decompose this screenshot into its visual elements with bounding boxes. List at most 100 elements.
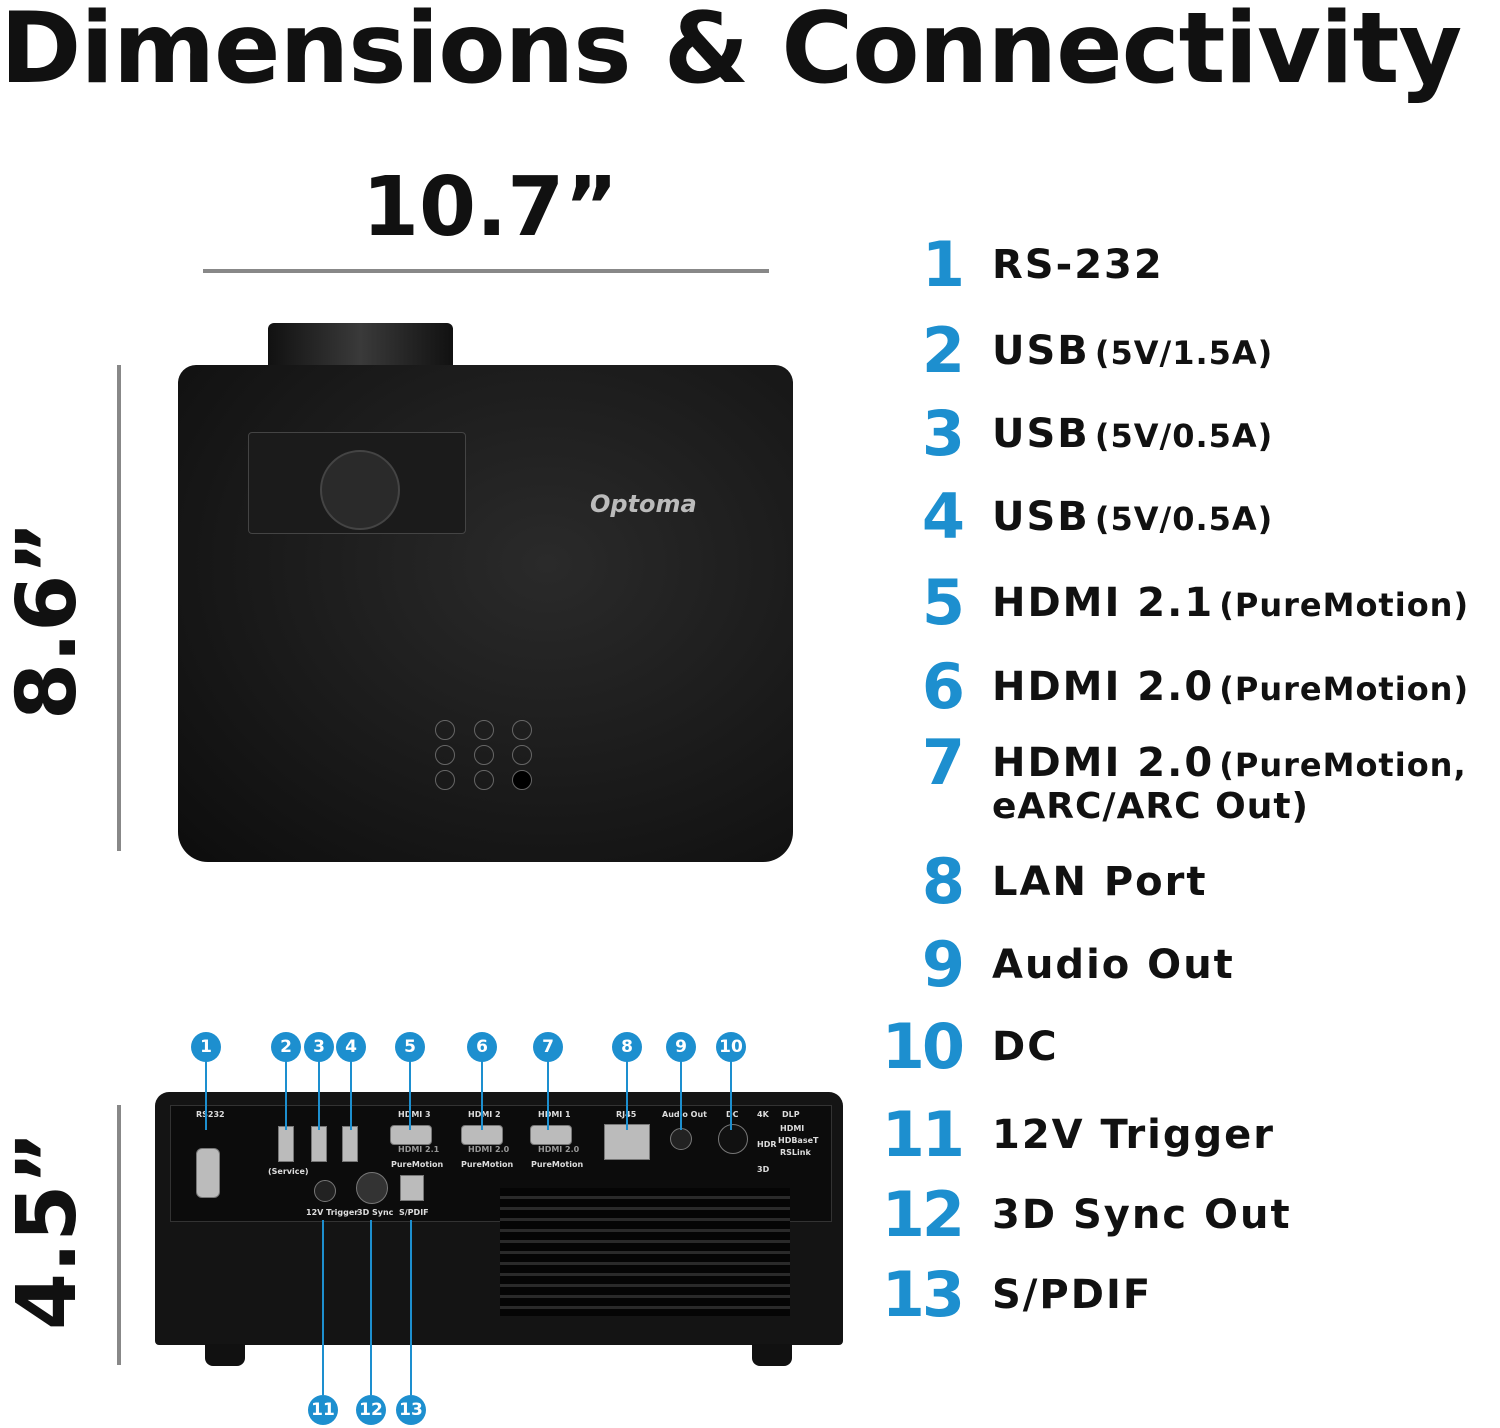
callout-badge: 7 bbox=[533, 1032, 563, 1062]
port-text: Audio Out bbox=[992, 942, 1235, 988]
port-list-item: 1 RS-232 bbox=[880, 228, 1164, 301]
ir-sensor bbox=[512, 770, 532, 790]
callout-leader bbox=[205, 1060, 207, 1130]
dc-port bbox=[718, 1124, 748, 1154]
projector-lens bbox=[268, 323, 453, 373]
port-text: HDMI 2.0 (PureMotion) bbox=[992, 664, 1469, 710]
port-detail: (PureMotion, bbox=[1219, 746, 1467, 784]
port-list-item: 5 HDMI 2.1 (PureMotion) bbox=[880, 566, 1469, 639]
port-number: 11 bbox=[881, 1098, 965, 1171]
port-list-item: 2 USB (5V/1.5A) bbox=[880, 314, 1273, 387]
port-detail: (PureMotion) bbox=[1219, 585, 1470, 624]
source-key bbox=[512, 720, 532, 740]
port-number: 9 bbox=[921, 928, 965, 1001]
port-text: USB (5V/0.5A) bbox=[992, 411, 1273, 457]
label-hdmi20: HDMI 2.0 bbox=[468, 1145, 510, 1154]
callout-leader bbox=[680, 1060, 682, 1130]
badge-hdmi: HDMI bbox=[780, 1124, 805, 1133]
port-list-item: 10 DC bbox=[880, 1010, 1059, 1083]
rs232-port bbox=[196, 1148, 220, 1198]
callout-leader bbox=[730, 1060, 732, 1130]
foot bbox=[205, 1344, 245, 1366]
badge-hdr: HDR bbox=[757, 1140, 777, 1149]
lan-port bbox=[604, 1124, 650, 1160]
callout-leader bbox=[370, 1220, 372, 1395]
callout-leader bbox=[318, 1060, 320, 1130]
callout-badge: 10 bbox=[716, 1032, 746, 1062]
height-dimension: 8.6” bbox=[0, 520, 95, 720]
depth-dimension: 4.5” bbox=[0, 1130, 95, 1330]
port-number: 3 bbox=[921, 397, 965, 470]
callout-badge: 6 bbox=[467, 1032, 497, 1062]
port-name: RS-232 bbox=[992, 241, 1164, 288]
label-audio-out: Audio Out bbox=[662, 1110, 707, 1119]
callout-leader bbox=[481, 1060, 483, 1130]
callout-badge: 3 bbox=[304, 1032, 334, 1062]
callout-leader bbox=[285, 1060, 287, 1130]
callout-leader bbox=[322, 1220, 324, 1395]
callout-badge: 8 bbox=[612, 1032, 642, 1062]
port-list-item: 4 USB (5V/0.5A) bbox=[880, 480, 1273, 553]
label-hdmi2: HDMI 2 bbox=[468, 1110, 501, 1119]
label-puremotion: PureMotion bbox=[531, 1160, 584, 1169]
right-key bbox=[512, 745, 532, 765]
port-list-item: 7 HDMI 2.0 (PureMotion,eARC/ARC Out) bbox=[880, 726, 1467, 827]
callout-badge: 1 bbox=[191, 1032, 221, 1062]
label-puremotion: PureMotion bbox=[461, 1160, 514, 1169]
label-service: (Service) bbox=[268, 1167, 309, 1176]
port-number: 13 bbox=[881, 1258, 965, 1331]
badge-hdbaset: HDBaseT bbox=[778, 1136, 819, 1145]
label-hdmi21: HDMI 2.1 bbox=[398, 1145, 440, 1154]
port-detail: (5V/1.5A) bbox=[1094, 333, 1274, 372]
port-number: 6 bbox=[921, 650, 965, 723]
port-name: USB bbox=[992, 327, 1090, 374]
width-line bbox=[203, 269, 769, 273]
label-hdmi1: HDMI 1 bbox=[538, 1110, 571, 1119]
port-name: LAN Port bbox=[992, 858, 1208, 905]
port-list-item: 13 S/PDIF bbox=[880, 1258, 1152, 1331]
callout-badge: 4 bbox=[336, 1032, 366, 1062]
port-detail-line2: eARC/ARC Out) bbox=[992, 786, 1309, 827]
down-key bbox=[474, 770, 494, 790]
label-dc: DC bbox=[726, 1110, 739, 1119]
control-keypad bbox=[428, 718, 538, 823]
callout-leader bbox=[409, 1060, 411, 1130]
brand-logo: Optoma bbox=[590, 490, 697, 518]
port-number: 2 bbox=[921, 314, 965, 387]
hdmi-port-7 bbox=[530, 1125, 572, 1145]
port-text: 12V Trigger bbox=[992, 1112, 1275, 1158]
port-name: DC bbox=[992, 1023, 1059, 1070]
callout-badge: 13 bbox=[396, 1395, 426, 1425]
port-text: DC bbox=[992, 1024, 1059, 1070]
vent-grille bbox=[500, 1188, 790, 1316]
callout-leader bbox=[547, 1060, 549, 1130]
port-number: 4 bbox=[921, 480, 965, 553]
callout-badge: 11 bbox=[308, 1395, 338, 1425]
height-line bbox=[117, 365, 121, 851]
port-name: S/PDIF bbox=[992, 1271, 1153, 1318]
label-3d-sync: 3D Sync bbox=[357, 1208, 394, 1217]
spdif-port bbox=[400, 1175, 424, 1201]
label-puremotion: PureMotion bbox=[391, 1160, 444, 1169]
port-text: USB (5V/1.5A) bbox=[992, 328, 1273, 374]
enter-key bbox=[474, 745, 494, 765]
zoom-knob bbox=[320, 450, 400, 530]
port-name: HDMI 2.1 bbox=[992, 579, 1215, 626]
audio-out-jack bbox=[670, 1128, 692, 1150]
port-detail: (5V/0.5A) bbox=[1094, 416, 1274, 455]
port-name: USB bbox=[992, 493, 1090, 540]
port-text: LAN Port bbox=[992, 859, 1208, 905]
menu-key bbox=[435, 770, 455, 790]
left-key bbox=[435, 745, 455, 765]
callout-leader bbox=[626, 1060, 628, 1130]
label-12v-trigger: 12V Trigger bbox=[306, 1208, 359, 1217]
port-number: 1 bbox=[921, 228, 965, 301]
trigger-jack bbox=[314, 1180, 336, 1202]
callout-badge: 12 bbox=[356, 1395, 386, 1425]
label-rs232: RS232 bbox=[196, 1110, 225, 1119]
power-key bbox=[435, 720, 455, 740]
port-detail: (5V/0.5A) bbox=[1094, 499, 1274, 538]
port-number: 5 bbox=[921, 566, 965, 639]
port-name: Audio Out bbox=[992, 941, 1235, 988]
usb-port-3 bbox=[311, 1126, 327, 1162]
